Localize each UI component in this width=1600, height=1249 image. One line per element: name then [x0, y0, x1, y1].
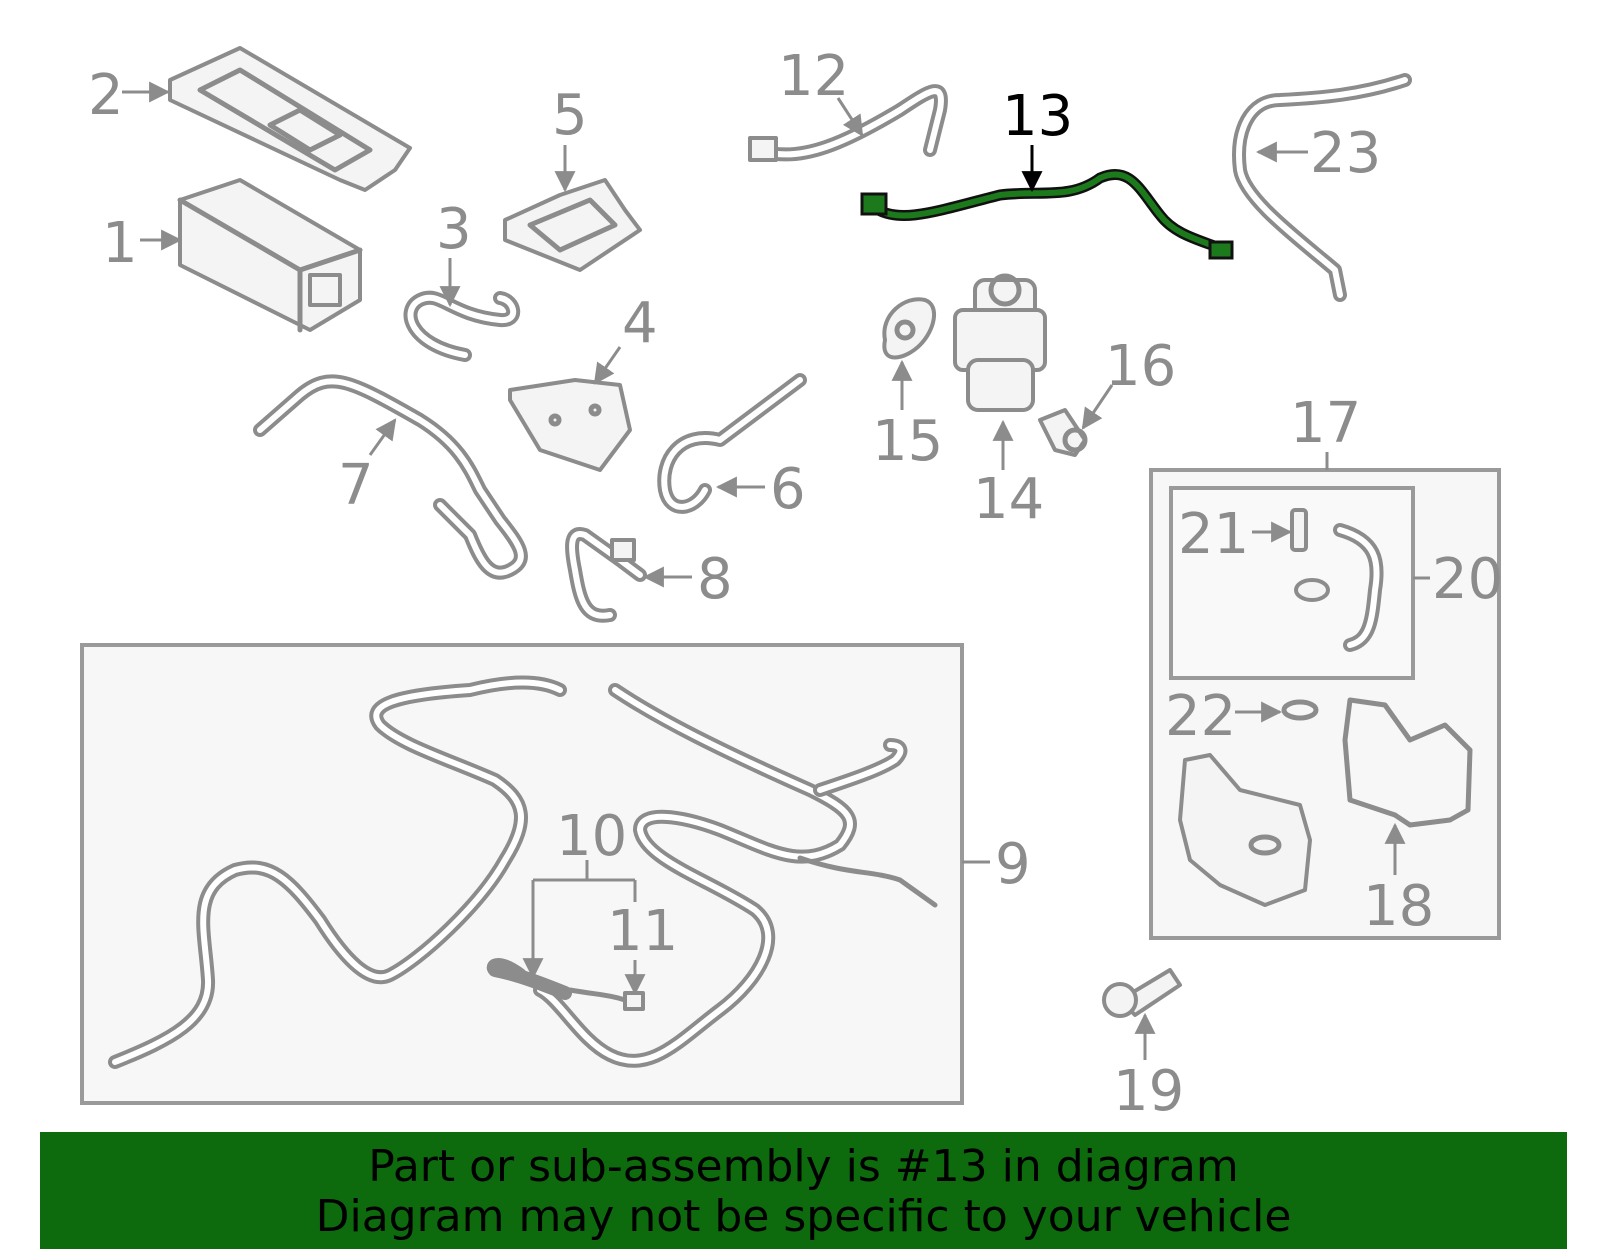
- part-13-sensor-highlighted[interactable]: [860, 168, 1234, 260]
- callout-21: 21: [1178, 502, 1249, 567]
- part-18-gasket[interactable]: [1342, 697, 1473, 828]
- part-14-valve[interactable]: [953, 273, 1047, 412]
- part-8-tube[interactable]: [565, 527, 647, 623]
- part-1-canister[interactable]: [177, 178, 363, 333]
- callout-18: 18: [1363, 874, 1434, 939]
- callout-8: 8: [697, 547, 733, 612]
- callout-3: 3: [436, 197, 472, 262]
- leader-12: [836, 97, 864, 137]
- box-9: [80, 643, 964, 1105]
- callout-12: 12: [778, 44, 849, 109]
- callout-9: 9: [995, 832, 1031, 897]
- part-6-hose[interactable]: [657, 373, 807, 514]
- leader-10: [531, 860, 637, 975]
- callout-11: 11: [607, 899, 678, 964]
- callout-6: 6: [770, 457, 806, 522]
- callout-19: 19: [1113, 1059, 1184, 1124]
- parts-diagram: 1 2 3 4 5 6 7 8 9 10 11 12 13 14 15 16 1…: [80, 44, 1503, 1124]
- callout-5: 5: [552, 83, 588, 148]
- part-12-sensor[interactable]: [748, 84, 948, 162]
- callout-14: 14: [973, 467, 1044, 532]
- part-15-gasket[interactable]: [882, 297, 936, 360]
- callout-10: 10: [556, 804, 627, 869]
- callout-20: 20: [1432, 547, 1503, 612]
- part-20-hose[interactable]: [1333, 523, 1384, 652]
- part-17-housing[interactable]: [1178, 753, 1312, 907]
- callout-7: 7: [338, 453, 374, 518]
- part-16-bolt[interactable]: [1038, 408, 1088, 457]
- callout-13: 13: [1002, 84, 1073, 149]
- part-23-tube[interactable]: [1232, 73, 1412, 302]
- part-22-oring[interactable]: [1281, 699, 1319, 721]
- part-19-bolt[interactable]: [1102, 968, 1182, 1018]
- banner-line-2: Diagram may not be specific to your vehi…: [315, 1191, 1292, 1242]
- callout-1: 1: [102, 211, 138, 276]
- part-3-hose[interactable]: [403, 290, 521, 362]
- leader-16: [1081, 384, 1114, 430]
- info-banner: Part or sub-assembly is #13 in diagram D…: [40, 1132, 1567, 1249]
- part-5-bracket[interactable]: [503, 178, 642, 272]
- callout-23: 23: [1310, 121, 1381, 186]
- leader-4: [593, 346, 622, 385]
- part-4-bracket[interactable]: [508, 378, 632, 472]
- part-7-tube[interactable]: [253, 374, 528, 580]
- part-2-shield[interactable]: [168, 46, 412, 192]
- callout-4: 4: [622, 291, 658, 356]
- callout-17: 17: [1290, 391, 1361, 456]
- callout-16: 16: [1105, 334, 1176, 399]
- callout-2: 2: [88, 63, 124, 128]
- callout-15: 15: [872, 409, 943, 474]
- part-9-hoses[interactable]: [108, 675, 938, 1069]
- callout-22: 22: [1165, 684, 1236, 749]
- leader-7: [368, 418, 397, 456]
- banner-line-1: Part or sub-assembly is #13 in diagram: [368, 1141, 1239, 1192]
